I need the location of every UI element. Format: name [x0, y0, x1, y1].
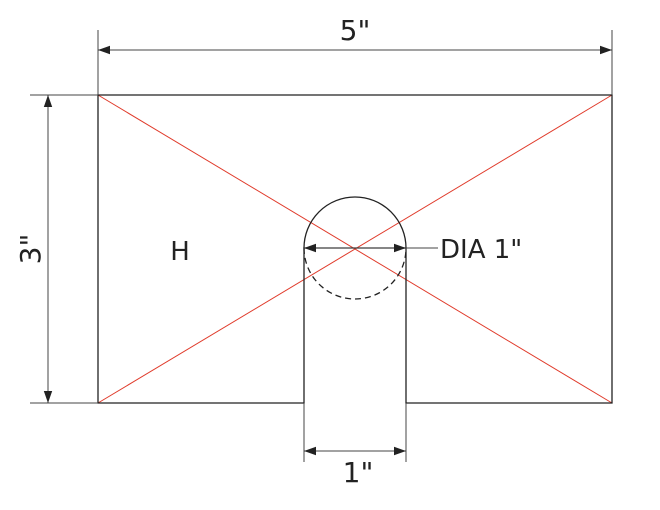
width-dimension-label: 5"	[340, 14, 371, 47]
hole-circle-visible	[303, 196, 407, 249]
hole-diameter-label: DIA 1"	[440, 235, 522, 265]
hole-circle-hidden	[303, 247, 407, 300]
slot-dimension-label: 1"	[343, 456, 374, 489]
height-dimension-label: 3"	[14, 234, 47, 265]
part-label: H	[170, 237, 190, 267]
